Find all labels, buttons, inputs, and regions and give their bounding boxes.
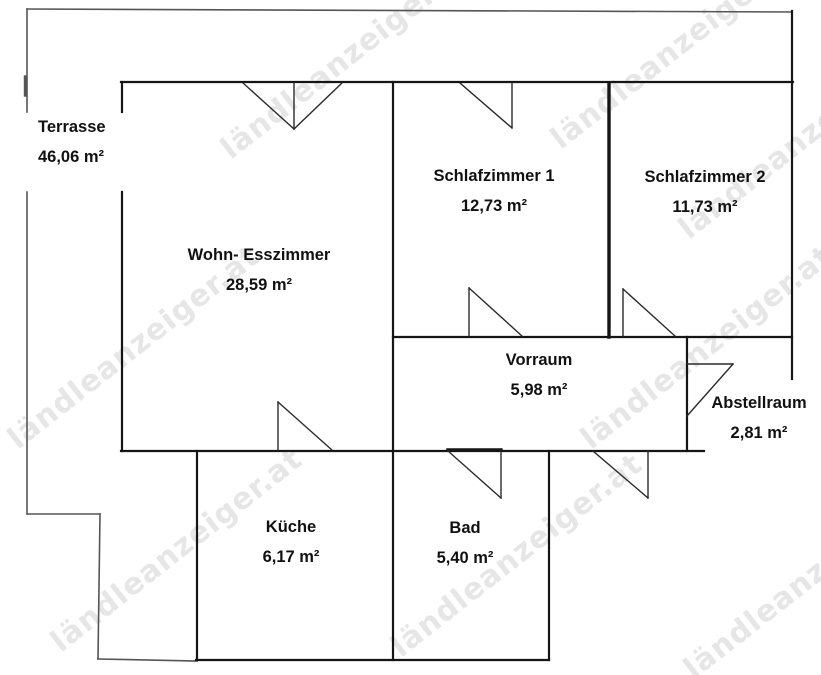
outline-step-vertical	[97, 513, 101, 660]
room-label-abstellraum: Abstellraum 2,81 m²	[711, 388, 806, 448]
kitchen-door-swing	[277, 401, 333, 451]
room-name: Küche	[265, 518, 317, 536]
outline-top	[26, 8, 793, 13]
room-name: Terrasse	[38, 118, 106, 136]
bedroom1-window-swing	[459, 82, 513, 129]
balcony-door-swing-right	[293, 82, 343, 130]
bathroom-door-swing	[447, 450, 502, 499]
room-label-kueche: Küche 6,17 m²	[263, 512, 320, 572]
room-label-terrasse: Terrasse 46,06 m²	[38, 112, 106, 172]
room-area: 5,40 m²	[436, 549, 494, 567]
room-area: 5,98 m²	[510, 381, 568, 399]
room-area: 6,17 m²	[262, 548, 320, 566]
bedroom1-door-swing	[468, 287, 523, 337]
room-area: 2,81 m²	[730, 424, 788, 442]
room-area: 28,59 m²	[225, 276, 293, 294]
room-area: 12,73 m²	[460, 197, 528, 215]
balcony-door-swing-left	[242, 82, 295, 130]
room-label-schlafzimmer-2: Schlafzimmer 2 11,73 m²	[644, 162, 765, 222]
terrace-outline	[23, 8, 793, 662]
room-area: 11,73 m²	[672, 198, 738, 216]
room-label-wohn-esszimmer: Wohn- Esszimmer 28,59 m²	[188, 240, 331, 300]
storage-door-swing	[686, 363, 734, 417]
room-name: Bad	[449, 519, 481, 537]
room-name: Vorraum	[505, 351, 573, 369]
entrance-door-swing	[592, 450, 649, 499]
room-label-vorraum: Vorraum 5,98 m²	[506, 345, 573, 405]
walls	[119, 9, 795, 662]
room-area: 46,06 m²	[38, 148, 105, 166]
room-label-bad: Bad 5,40 m²	[437, 513, 494, 573]
room-label-schlafzimmer-1: Schlafzimmer 1 12,73 m²	[433, 161, 554, 221]
room-name: Schlafzimmer 2	[644, 168, 766, 186]
outline-bottom	[97, 658, 198, 662]
room-name: Schlafzimmer 1	[433, 167, 555, 185]
bedroom2-door-swing	[622, 288, 676, 337]
room-name: Abstellraum	[711, 394, 807, 412]
door-window-symbols	[242, 82, 734, 499]
room-name: Wohn- Esszimmer	[187, 246, 331, 264]
